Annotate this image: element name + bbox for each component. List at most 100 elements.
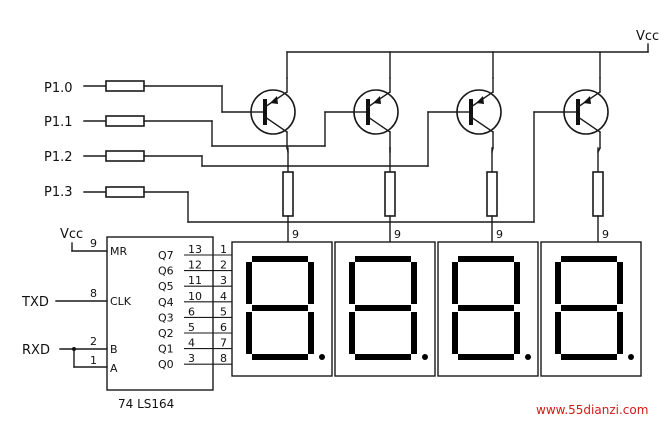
segment-c — [617, 312, 623, 354]
chip-output-pin-q4: 10 — [188, 290, 202, 303]
chip-output-label-q6: Q6 — [158, 265, 174, 278]
pnp-transistor-3 — [456, 77, 502, 149]
collector-lines: 9 9 9 9 — [282, 147, 609, 243]
chip-output-label-q1: Q1 — [158, 343, 174, 356]
segment-f — [246, 262, 252, 304]
decimal-point — [319, 354, 325, 360]
base-resistor-1 — [105, 80, 145, 92]
display-common-pin-2: 9 — [394, 228, 401, 241]
vcc-rail: Vcc — [286, 29, 659, 79]
seven-segment-digit-4 — [540, 241, 642, 377]
decimal-point — [422, 354, 428, 360]
segment-a — [252, 256, 308, 262]
segment-pin-8: 8 — [220, 352, 227, 365]
segment-pin-1: 1 — [220, 243, 227, 256]
segment-pin-5: 5 — [220, 305, 227, 318]
seven-segment-digit-3 — [437, 241, 539, 377]
chip-output-label-q5: Q5 — [158, 280, 174, 293]
segment-d — [458, 354, 514, 360]
segment-b — [411, 262, 417, 304]
chip-output-pin-q5: 11 — [188, 274, 202, 287]
segment-e — [246, 312, 252, 354]
segment-a — [561, 256, 617, 262]
display-common-pin-4: 9 — [602, 228, 609, 241]
segment-c — [514, 312, 520, 354]
chip-output-label-q3: Q3 — [158, 311, 174, 324]
segment-e — [349, 312, 355, 354]
vcc-label-left: Vcc — [60, 227, 83, 242]
port-label-p1-1: P1.1 — [44, 115, 73, 130]
collector-resistor-1 — [282, 171, 294, 217]
collector-resistor-3 — [486, 171, 498, 217]
shift-register-74ls164: 74 LS164 Vcc 9 MR TXD 8 CLK RXD 2 B 1 A … — [21, 227, 232, 411]
chip-pin-clk: 8 — [90, 287, 97, 300]
segment-pin-3: 3 — [220, 274, 227, 287]
decimal-point — [525, 354, 531, 360]
collector-resistor-2 — [384, 171, 396, 217]
chip-output-label-q7: Q7 — [158, 249, 174, 262]
chip-pin-b: 2 — [90, 335, 97, 348]
chip-output-label-q4: Q4 — [158, 296, 174, 309]
chip-output-pin-q6: 12 — [188, 259, 202, 272]
segment-pin-2: 2 — [220, 259, 227, 272]
segment-d — [355, 354, 411, 360]
segment-d — [252, 354, 308, 360]
segment-a — [458, 256, 514, 262]
seven-segment-displays — [231, 241, 642, 377]
port-label-p1-0: P1.0 — [44, 81, 73, 96]
display-common-pin-1: 9 — [292, 228, 299, 241]
segment-pin-7: 7 — [220, 337, 227, 350]
pnp-transistor-2 — [353, 77, 399, 149]
chip-output-pin-q2: 5 — [188, 321, 195, 334]
segment-pin-4: 4 — [220, 290, 227, 303]
segment-f — [555, 262, 561, 304]
display-common-pin-3: 9 — [496, 228, 503, 241]
segment-g — [458, 305, 514, 311]
segment-d — [561, 354, 617, 360]
base-resistor-4 — [105, 186, 145, 198]
segment-c — [411, 312, 417, 354]
chip-output-label-q0: Q0 — [158, 358, 174, 371]
segment-b — [308, 262, 314, 304]
decimal-point — [628, 354, 634, 360]
segment-f — [349, 262, 355, 304]
chip-output-pin-q3: 6 — [188, 305, 195, 318]
chip-output-pin-q0: 3 — [188, 352, 195, 365]
base-resistor-2 — [105, 115, 145, 127]
watermark: www.55dianzi.com — [536, 403, 648, 417]
chip-output-pin-q7: 13 — [188, 243, 202, 256]
chip-label-a: A — [110, 362, 118, 375]
vcc-label-top: Vcc — [636, 29, 659, 44]
base-resistor-3 — [105, 150, 145, 162]
seven-segment-digit-2 — [334, 241, 436, 377]
segment-g — [561, 305, 617, 311]
pnp-transistor-4 — [563, 77, 609, 149]
segment-pin-6: 6 — [220, 321, 227, 334]
segment-b — [514, 262, 520, 304]
segment-g — [252, 305, 308, 311]
transistor-group — [250, 77, 609, 149]
chip-pin-a: 1 — [90, 354, 97, 367]
segment-b — [617, 262, 623, 304]
port-label-p1-3: P1.3 — [44, 185, 73, 200]
chip-pin-mr: 9 — [90, 237, 97, 250]
chip-output-pin-q1: 4 — [188, 337, 195, 350]
pnp-transistor-1 — [250, 77, 296, 149]
port-label-p1-2: P1.2 — [44, 150, 73, 165]
chip-label-mr: MR — [110, 245, 127, 258]
chip-output-label-q2: Q2 — [158, 327, 174, 340]
segment-f — [452, 262, 458, 304]
segment-a — [355, 256, 411, 262]
txd-label: TXD — [21, 295, 49, 310]
rxd-label: RXD — [22, 343, 50, 358]
chip-label-clk: CLK — [110, 295, 132, 308]
segment-e — [452, 312, 458, 354]
seven-segment-digit-1 — [231, 241, 333, 377]
segment-c — [308, 312, 314, 354]
segment-g — [355, 305, 411, 311]
collector-resistor-4 — [592, 171, 604, 217]
chip-name: 74 LS164 — [118, 397, 174, 411]
chip-label-b: B — [110, 343, 118, 356]
